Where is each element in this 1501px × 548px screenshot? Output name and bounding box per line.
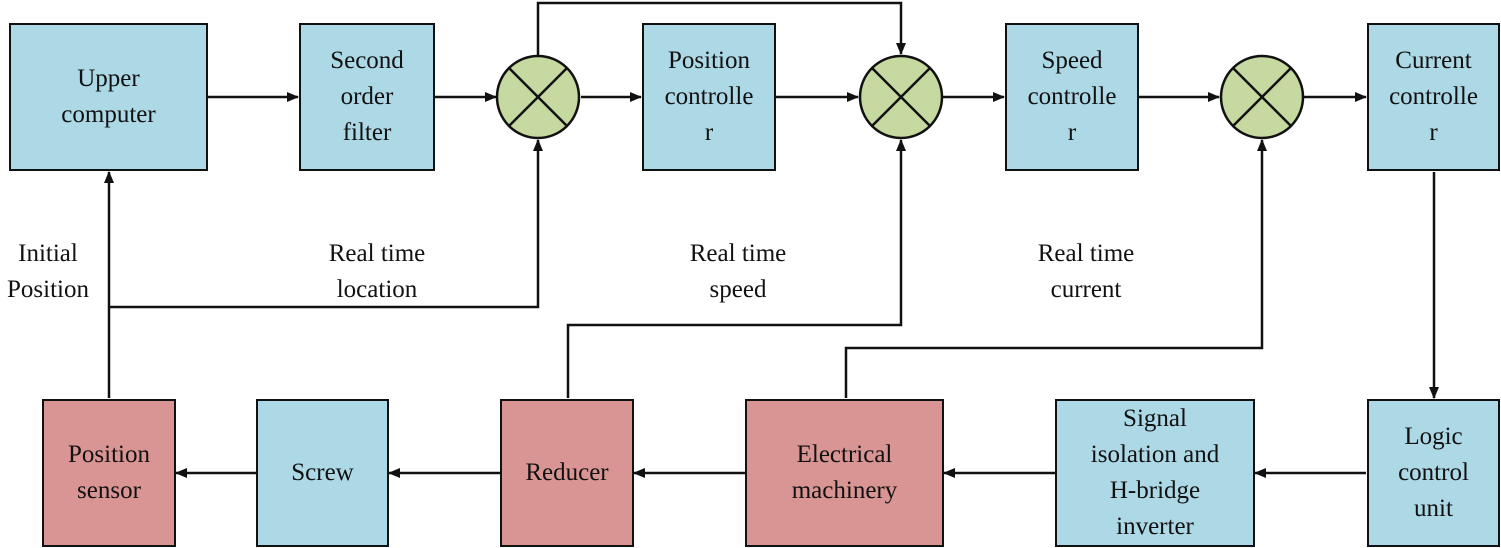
position-controller-block: Position controlle r: [642, 23, 776, 171]
real-time-speed-label: Real time speed: [689, 240, 787, 303]
position-sensor-block: Position sensor: [42, 399, 176, 547]
summing-junction-2: [858, 54, 944, 140]
second-order-filter-block: Second order filter: [299, 23, 435, 171]
screw-block: Screw: [256, 399, 389, 547]
second-order-filter-label: Second order filter: [330, 47, 404, 146]
speed-controller-block: Speed controlle r: [1005, 23, 1139, 171]
speed-controller-label: Speed controlle r: [1027, 47, 1117, 146]
logic-control-unit-label: Logic control unit: [1398, 423, 1469, 522]
upper-computer-block: Upper computer: [9, 23, 208, 171]
initial-position-label: Initial Position: [7, 240, 89, 303]
position-sensor-label: Position sensor: [68, 441, 150, 504]
summing-junction-1: [495, 54, 581, 140]
arrow-location-feedback: [109, 139, 543, 309]
current-controller-block: Current controlle r: [1367, 23, 1500, 171]
arrow-current-feedback: [844, 139, 1267, 398]
arrow-speed-feedback: [566, 139, 906, 398]
real-time-location-label: Real time location: [328, 240, 426, 303]
signal-isolation-label: Signal isolation and H-bridge inverter: [1090, 405, 1220, 540]
electrical-machinery-block: Electrical machinery: [745, 399, 944, 547]
reducer-block: Reducer: [500, 399, 634, 547]
position-controller-label: Position controlle r: [664, 47, 754, 146]
summing-junction-3: [1219, 54, 1305, 140]
reducer-label: Reducer: [525, 459, 609, 486]
arrow-feedforward-to-sum2: [536, 1, 906, 55]
upper-computer-label: Upper computer: [61, 65, 156, 128]
screw-label: Screw: [291, 459, 354, 486]
current-controller-label: Current controlle r: [1389, 47, 1478, 146]
signal-isolation-block: Signal isolation and H-bridge inverter: [1055, 399, 1255, 547]
logic-control-unit-block: Logic control unit: [1367, 399, 1500, 547]
real-time-current-label: Real time current: [1037, 240, 1135, 303]
electrical-machinery-label: Electrical machinery: [791, 441, 898, 504]
